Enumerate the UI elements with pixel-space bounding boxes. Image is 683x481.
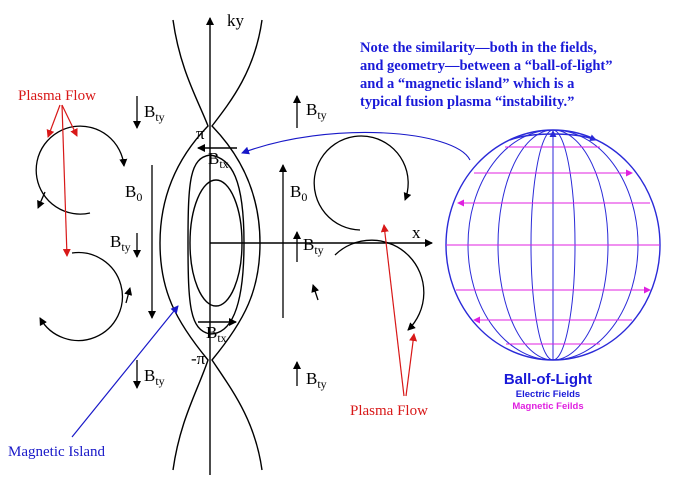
right-top-circle: [313, 135, 412, 231]
right-flow-cells: [279, 95, 425, 386]
ball-of-light-caption: Ball-of-Light Electric Fields Magnetic F…: [504, 371, 592, 412]
pf-right-arrow-2: [405, 333, 418, 397]
right-bottom-circle: [334, 239, 425, 331]
ball-of-light-sphere: [445, 129, 661, 361]
note-to-island-pointer: [241, 131, 471, 161]
btx-label-bottom: Btx: [206, 323, 227, 345]
plasma-flow-label-left: Plasma Flow: [18, 88, 96, 104]
neg-pi-label: -π: [191, 349, 206, 368]
bty-label-right-bottom: Bty: [306, 369, 327, 391]
left-bottom-circle: [39, 251, 124, 342]
sphere-top-cap: [509, 133, 597, 142]
magnetic-island-diagram: [159, 17, 433, 475]
magnetic-island-label: Magnetic Island: [8, 444, 106, 460]
island-outer-loop: [187, 154, 245, 335]
note-line-3: and a “magnetic island” which is a: [360, 76, 575, 92]
bty-label-left-top: Bty: [144, 102, 165, 124]
bty-label-left-mid: Bty: [110, 232, 131, 254]
pf-left-arrow-3: [61, 104, 71, 257]
pf-right-arrow-1: [380, 224, 405, 397]
magnetic-parallels: [446, 146, 660, 345]
note-line-2: and geometry—between a “ball-of-light”: [360, 58, 613, 74]
separatrix-right: [211, 19, 263, 471]
right-bottom-circle-tail: [311, 284, 320, 301]
left-top-circle-tail: [37, 191, 46, 209]
pf-left-arrow-1: [46, 104, 61, 138]
similarity-note: Note the similarity—both in the fields, …: [360, 40, 613, 110]
note-line-4: typical fusion plasma “instability.”: [360, 94, 574, 110]
plasma-flow-pointers: [46, 104, 418, 397]
separatrix-left: [159, 19, 209, 471]
x-axis-label: x: [412, 223, 421, 242]
bty-label-left-bottom: Bty: [144, 366, 165, 388]
pi-label: π: [196, 124, 205, 143]
bty-label-right-mid: Bty: [303, 235, 324, 257]
pf-left-arrow-2: [61, 104, 78, 137]
plasma-flow-label-right: Plasma Flow: [350, 403, 428, 419]
island-inner-ellipse: [189, 179, 243, 307]
note-line-1: Note the similarity—both in the fields,: [360, 40, 597, 56]
ball-of-light-title: Ball-of-Light: [504, 371, 592, 388]
btx-label-top: Btx: [208, 149, 229, 171]
electric-fields-label: Electric Fields: [516, 389, 580, 400]
left-top-circle: [35, 125, 128, 215]
left-bottom-circle-tail: [124, 287, 133, 304]
ky-axis-label: ky: [227, 11, 245, 30]
b0-label-left: B0: [125, 182, 142, 204]
magnetic-island-pointer: [71, 305, 179, 438]
magnetic-fields-label: Magnetic Feilds: [512, 401, 583, 412]
bty-label-right-top: Bty: [306, 100, 327, 122]
b0-label-right: B0: [290, 182, 307, 204]
left-flow-cells: [35, 96, 156, 389]
